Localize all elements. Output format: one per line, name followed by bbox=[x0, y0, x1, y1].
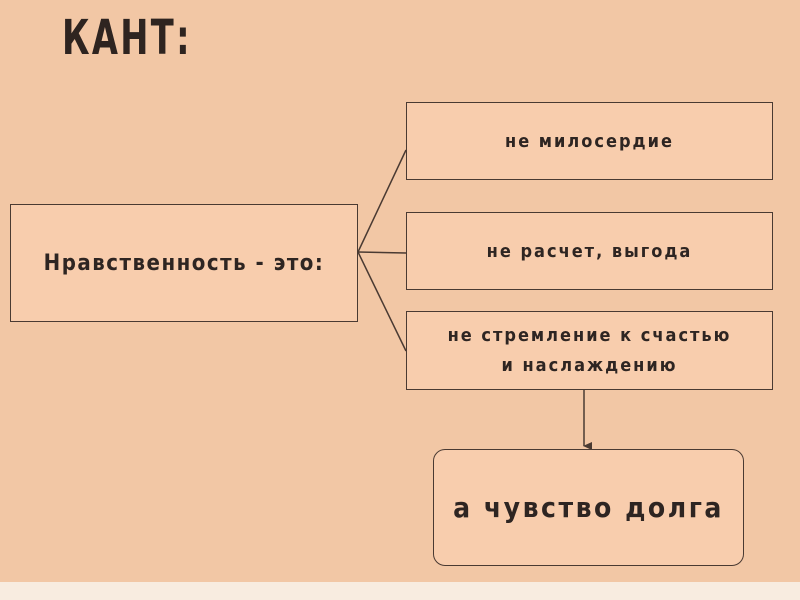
conclusion-box: а чувство долга bbox=[433, 449, 744, 566]
diagram-title: КАНТ: bbox=[62, 10, 192, 66]
branch-box-2: не расчет, выгода bbox=[406, 212, 773, 290]
main-concept-text: Нравственность - это: bbox=[43, 250, 325, 276]
branch-text-1: не милосердие bbox=[505, 130, 674, 152]
main-concept-box: Нравственность - это: bbox=[10, 204, 358, 322]
connector-line-2 bbox=[357, 251, 407, 254]
branch-box-1: не милосердие bbox=[406, 102, 773, 180]
branch-text-3-line-1: не стремление к счастью bbox=[447, 324, 732, 346]
branch-text-3-line-2: и наслаждению bbox=[501, 354, 678, 376]
branch-box-3: не стремление к счастью и наслаждению bbox=[406, 311, 773, 390]
branch-text-2: не расчет, выгода bbox=[486, 240, 693, 262]
connector-line-1 bbox=[357, 149, 407, 253]
connector-line-3 bbox=[357, 251, 407, 352]
bottom-strip bbox=[0, 582, 800, 600]
conclusion-text: а чувство долга bbox=[453, 491, 724, 524]
